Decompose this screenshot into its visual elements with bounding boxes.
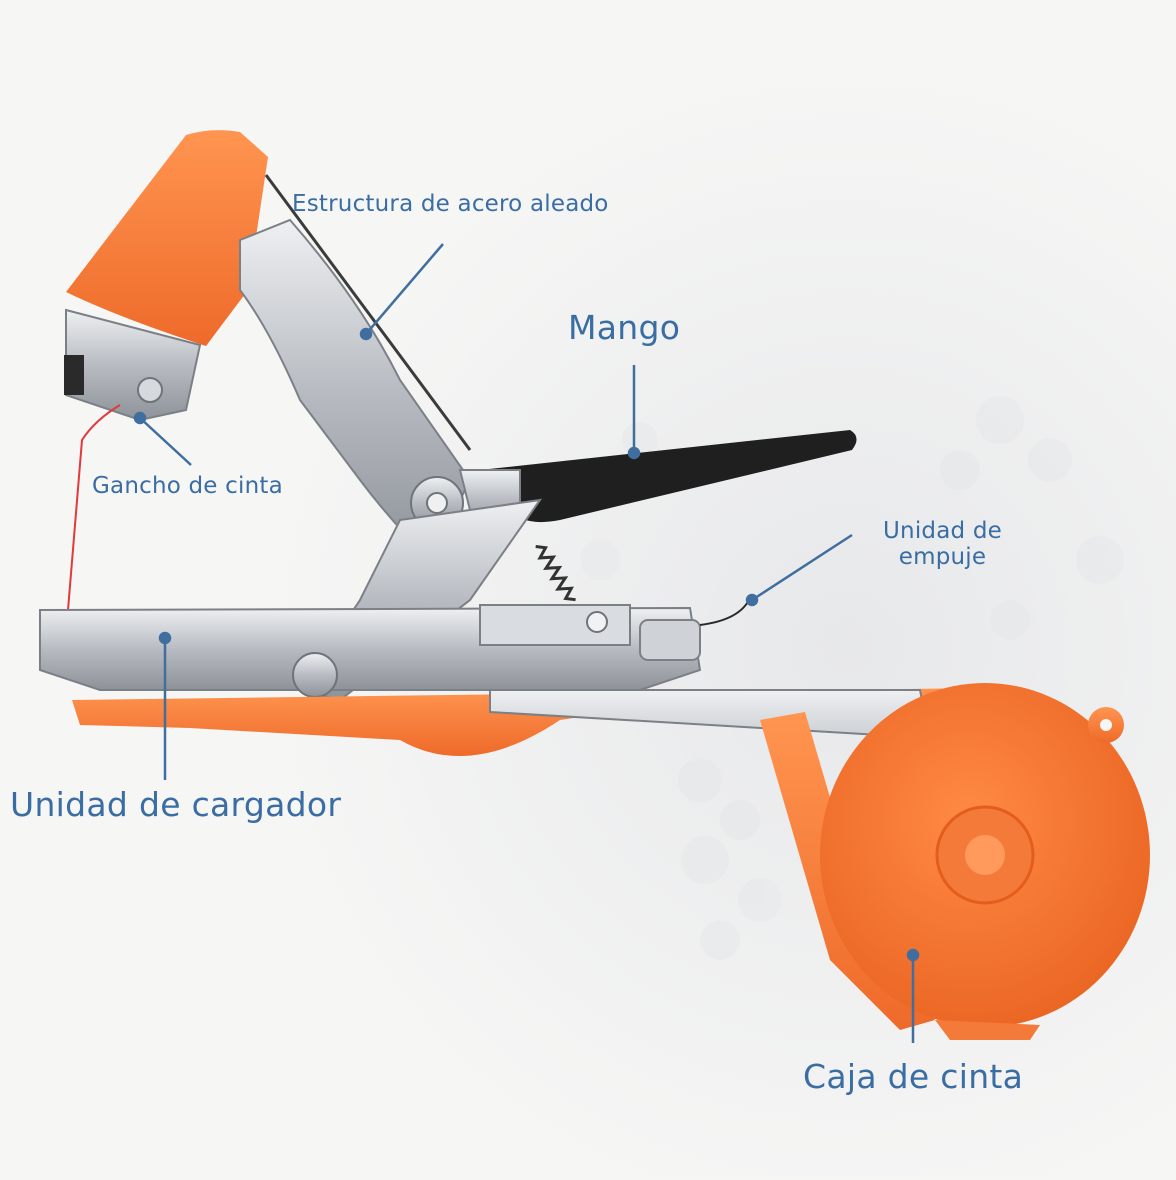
head-clip [64,355,84,395]
reel-foot [935,1020,1040,1040]
leader-empuje [751,533,853,602]
leader-estructura-dot [359,327,373,341]
leader-gancho [139,417,192,466]
reel-center [965,835,1005,875]
push-knob [639,619,701,661]
lower-pivot [292,652,338,698]
label-estructura: Estructura de acero aleado [292,191,609,217]
label-caja: Caja de cinta [803,1057,1024,1096]
label-gancho: Gancho de cinta [92,473,283,499]
leader-mango-dot [627,446,641,460]
leader-gancho-dot [133,411,147,425]
label-mango: Mango [568,308,681,347]
leader-lines [133,243,920,1043]
pivot-center [426,492,448,514]
leader-empuje-dot [745,593,759,607]
leader-caja-dot [906,948,920,962]
label-cargador: Unidad de cargador [10,785,342,824]
head-cap [66,130,268,346]
push-screw [586,611,608,633]
reel-tab-hole [1100,719,1112,731]
handle-grip [480,430,857,523]
head-screw [137,377,163,403]
frame-wire [264,174,472,451]
label-empuje: Unidad de empuje [883,518,1002,571]
background-beads [580,396,1124,960]
tape-strand [67,404,121,611]
leader-cargador-dot [158,631,172,645]
leader-estructura [365,243,444,335]
return-spring [535,545,576,602]
